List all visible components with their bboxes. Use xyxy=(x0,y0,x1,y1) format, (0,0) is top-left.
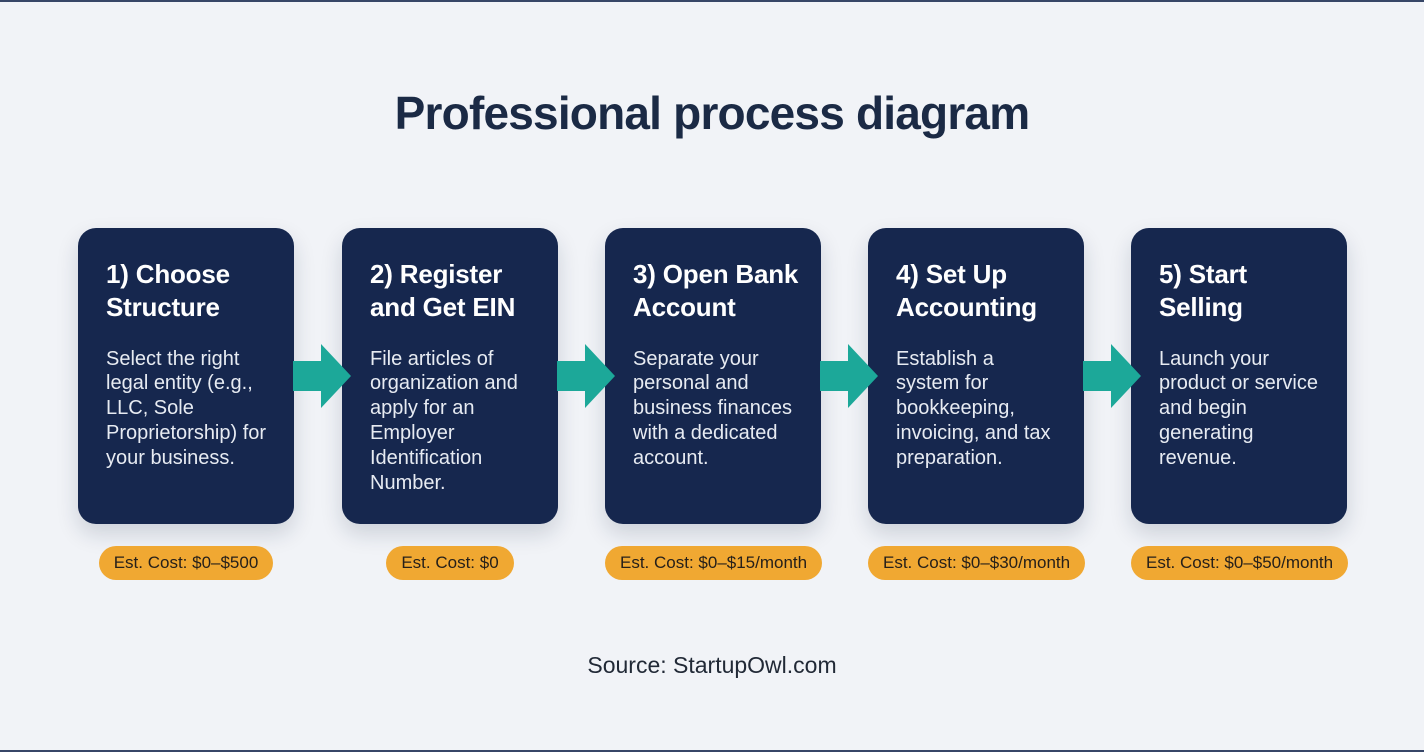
step-description: Launch your product or service and begin… xyxy=(1159,347,1318,469)
bottom-edge-line xyxy=(0,750,1424,752)
cost-badge: Est. Cost: $0–$500 xyxy=(98,546,274,580)
cost-badge: Est. Cost: $0 xyxy=(386,546,514,580)
arrow-right-icon xyxy=(557,344,615,408)
cost-badge-row-4: Est. Cost: $0–$30/month xyxy=(868,546,1086,580)
cost-badge-row-5: Est. Cost: $0–$50/month xyxy=(1131,546,1349,580)
step-card-3: 3) Open Bank Account Separate your perso… xyxy=(605,228,821,524)
step-card-5: 5) Start Selling Launch your product or … xyxy=(1131,228,1347,524)
cost-badge: Est. Cost: $0–$30/month xyxy=(868,546,1086,580)
step-card-4: 4) Set Up Accounting Establish a system … xyxy=(868,228,1084,524)
page-title: Professional process diagram xyxy=(394,87,1030,139)
step-card-1: 1) Choose Structure Select the right leg… xyxy=(78,228,294,524)
step-heading: 4) Set Up Accounting xyxy=(896,259,1037,323)
arrow-right-icon xyxy=(820,344,878,408)
step-description: Separate your personal and business fina… xyxy=(633,347,792,469)
step-description: File articles of organization and apply … xyxy=(370,347,518,494)
step-description: Select the right legal entity (e.g., LLC… xyxy=(106,347,267,469)
cost-badge: Est. Cost: $0–$50/month xyxy=(1131,546,1349,580)
arrow-right-icon xyxy=(293,344,351,408)
cost-badge-row-1: Est. Cost: $0–$500 xyxy=(78,546,294,580)
cost-badge-row-3: Est. Cost: $0–$15/month xyxy=(605,546,823,580)
step-card-2: 2) Register and Get EIN File articles of… xyxy=(342,228,558,524)
cost-badge: Est. Cost: $0–$15/month xyxy=(605,546,823,580)
step-heading: 1) Choose Structure xyxy=(106,259,230,323)
step-heading: 5) Start Selling xyxy=(1159,259,1247,323)
source-attribution: Source: StartupOwl.com xyxy=(587,652,837,678)
step-heading: 2) Register and Get EIN xyxy=(370,259,516,323)
arrow-right-icon xyxy=(1083,344,1141,408)
cost-badge-row-2: Est. Cost: $0 xyxy=(342,546,558,580)
step-heading: 3) Open Bank Account xyxy=(633,259,799,323)
step-description: Establish a system for bookkeeping, invo… xyxy=(896,347,1051,469)
top-edge-line xyxy=(0,0,1424,2)
